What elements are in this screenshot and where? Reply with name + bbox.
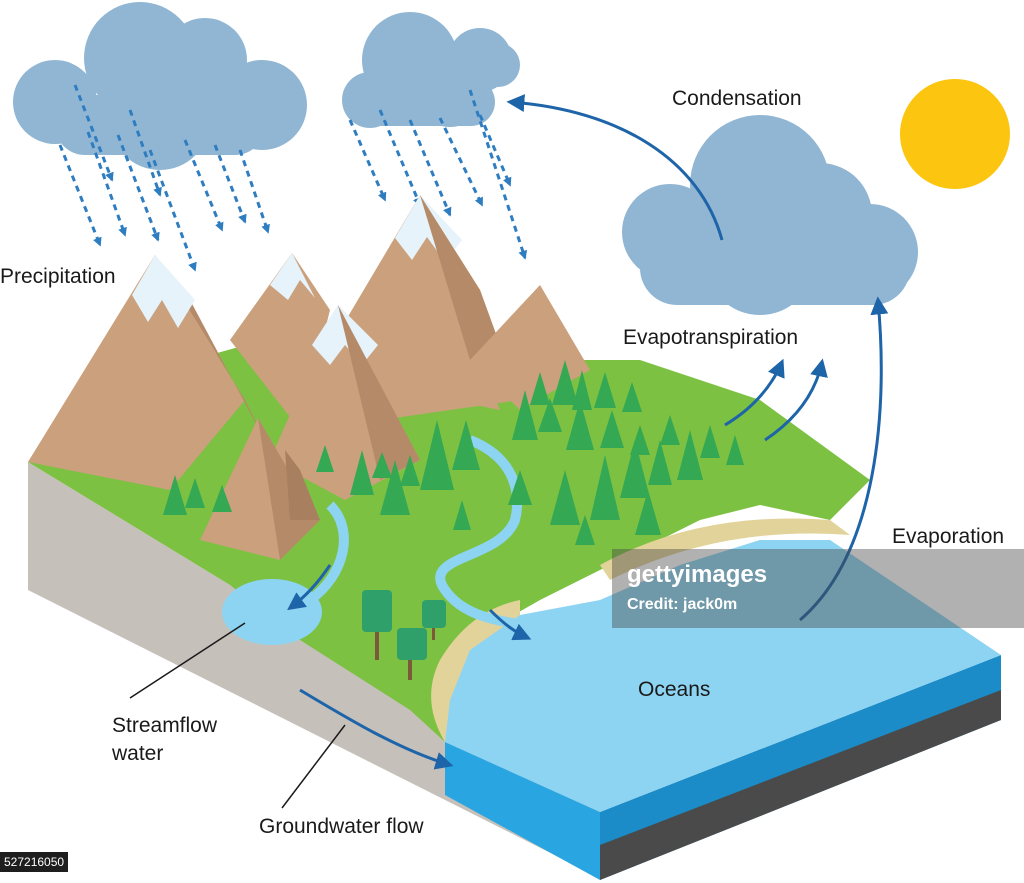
land-surface — [28, 300, 870, 742]
ocean-front — [445, 742, 600, 880]
groundwater-arrow — [299, 688, 454, 770]
deciduous-trees — [362, 590, 446, 680]
watermark-credit: Credit: jack0m — [627, 596, 738, 613]
river-left — [256, 501, 349, 614]
rain-cloud-left — [13, 2, 307, 170]
evapotranspiration-arrow-1 — [724, 358, 785, 427]
evapotranspiration-arrow-2 — [764, 358, 828, 442]
label-oceans: Oceans — [638, 678, 711, 701]
river-main — [435, 435, 543, 635]
condensation-arrow — [506, 94, 724, 241]
ocean-bottom-layer — [600, 690, 1001, 880]
precipitation-rain — [58, 84, 528, 272]
label-groundwater: Groundwater flow — [259, 815, 424, 838]
label-precipitation: Precipitation — [0, 265, 116, 288]
cycle-arrows — [287, 94, 889, 770]
streamflow-arrow — [287, 564, 332, 611]
label-streamflow: Streamflow — [112, 714, 218, 737]
river-to-ocean-arrow — [488, 608, 532, 641]
sun-icon — [900, 79, 1010, 189]
conifer-trees — [163, 360, 744, 545]
label-condensation: Condensation — [672, 87, 802, 110]
beach-right — [600, 518, 850, 580]
watermark-overlay — [612, 549, 1024, 628]
condensation-cloud — [622, 115, 918, 315]
rain-cloud-middle — [342, 12, 520, 128]
image-id-badge: 527216050 — [0, 852, 69, 872]
label-evapotranspiration: Evapotranspiration — [623, 326, 799, 349]
label-evaporation: Evaporation — [892, 525, 1005, 548]
label-streamflow-line2: water — [112, 742, 164, 765]
leader-lines — [129, 622, 346, 809]
mountains — [28, 195, 590, 560]
evaporation-arrow — [799, 296, 889, 622]
watermark-brand: gettyimages — [627, 561, 768, 588]
ocean-surface — [445, 540, 1001, 812]
